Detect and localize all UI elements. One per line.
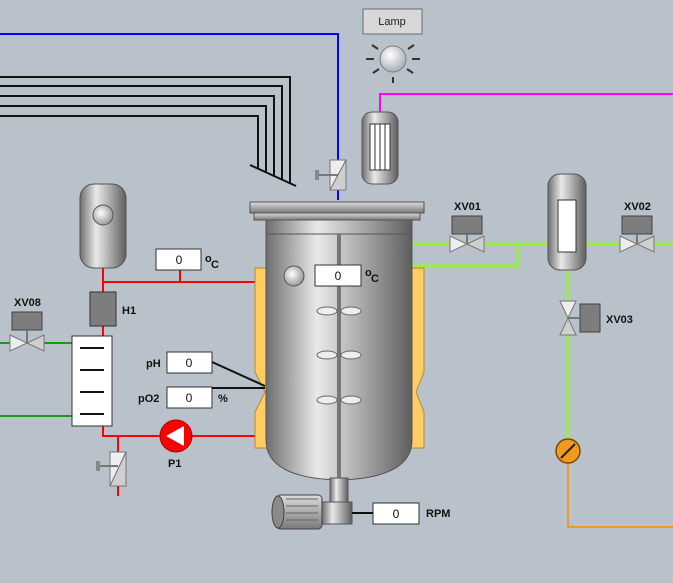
po2-label: pO2 [138, 393, 159, 405]
reactor-temp-field[interactable]: 0 [314, 264, 362, 287]
ph-field[interactable]: 0 [166, 351, 213, 374]
inlet-filter [547, 173, 587, 271]
flow-meter-icon[interactable] [555, 438, 581, 464]
blue-gas-line [0, 33, 339, 200]
valve-xv03[interactable] [559, 300, 601, 336]
svg-text:0: 0 [335, 269, 342, 283]
lamp-label: Lamp [378, 16, 406, 28]
rpm-field[interactable]: 0 [372, 502, 420, 525]
temp-top-unit-prefix: o [205, 253, 212, 265]
heat-exchanger [71, 335, 113, 427]
rpm-label: RPM [426, 508, 450, 520]
heater-label: H1 [122, 305, 136, 317]
signal-lines [0, 76, 297, 187]
impellers [316, 306, 362, 405]
valve-xv02[interactable] [619, 215, 655, 253]
lamp-bulb-icon [366, 44, 420, 83]
storage-tank [79, 183, 127, 269]
reactor-port-icon [283, 265, 305, 287]
agitator-motor[interactable] [271, 477, 353, 530]
svg-text:0: 0 [186, 356, 193, 370]
temp-main-unit-prefix: o [365, 267, 372, 279]
magenta-exhaust-line [379, 93, 673, 118]
dark-green-lines [0, 342, 72, 417]
red-heating-loop [102, 264, 265, 496]
po2-unit: % [218, 393, 228, 405]
drain-valve[interactable] [96, 451, 127, 487]
temp-setpoint-field[interactable]: 0 [155, 248, 202, 271]
xv03-label: XV03 [606, 314, 633, 326]
valve-xv01[interactable] [449, 215, 485, 253]
heating-jacket-right [409, 267, 425, 449]
valve-xv08[interactable] [9, 311, 45, 352]
xv08-label: XV08 [14, 297, 41, 309]
exhaust-condenser [361, 111, 399, 185]
inlet-valve[interactable] [315, 159, 347, 191]
svg-text:0: 0 [393, 507, 400, 521]
svg-text:0: 0 [186, 391, 193, 405]
lamp-button[interactable]: Lamp [362, 8, 423, 35]
heater-h1[interactable] [89, 291, 117, 327]
svg-text:0: 0 [176, 253, 183, 267]
temp-top-unit: C [211, 259, 219, 271]
orange-line [567, 462, 673, 528]
po2-field[interactable]: 0 [166, 386, 213, 409]
reactor-vessel [249, 201, 425, 484]
pump-label: P1 [168, 458, 181, 470]
xv02-label: XV02 [624, 201, 651, 213]
ph-label: pH [146, 358, 161, 370]
temp-main-unit: C [371, 273, 379, 285]
pump-p1[interactable] [159, 419, 193, 453]
xv01-label: XV01 [454, 201, 481, 213]
